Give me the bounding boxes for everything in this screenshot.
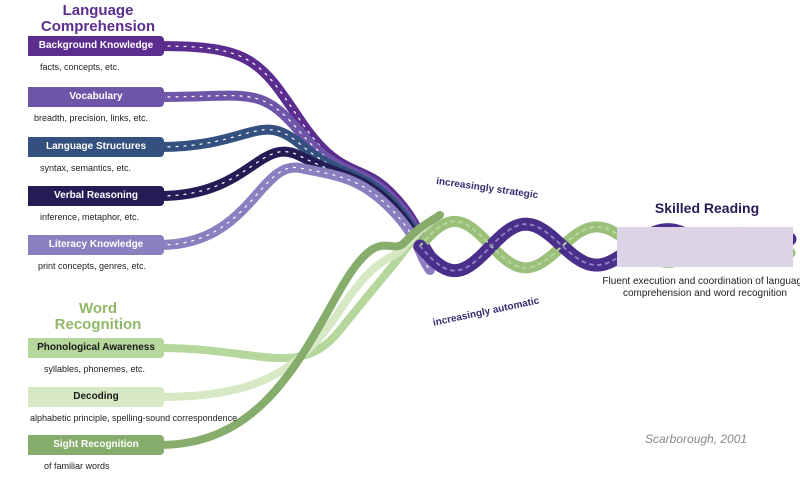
rope-strand-wr-3 [156, 211, 444, 449]
strand-verbal-reasoning-sub: inference, metaphor, etc. [40, 212, 140, 222]
skilled-reading-highlight [617, 227, 793, 267]
strand-background-knowledge-sub: facts, concepts, etc. [40, 62, 120, 72]
citation: Scarborough, 2001 [645, 432, 748, 446]
strand-sight-recognition: Sight Recognition [28, 435, 164, 455]
strand-phonological-awareness-sub: syllables, phonemes, etc. [44, 364, 146, 374]
strand-phonological-awareness: Phonological Awareness [28, 338, 164, 358]
rope-strand-lc-5-stripe [159, 166, 431, 271]
strand-vocabulary-sub: breadth, precision, links, etc. [34, 113, 149, 123]
skilled-reading-description: Fluent execution and coordination of lan… [602, 276, 800, 299]
language-comprehension-title: Language Comprehension [40, 2, 156, 35]
strand-background-knowledge: Background Knowledge [28, 36, 164, 56]
rope-strand-lc-2-stripe [159, 95, 431, 259]
strand-language-structures: Language Structures [28, 137, 164, 157]
word-recognition-title: Word Recognition [54, 300, 142, 333]
strand-decoding-sub: alphabetic principle, spelling-sound cor… [30, 413, 238, 423]
strand-verbal-reasoning: Verbal Reasoning [28, 186, 164, 206]
strand-decoding: Decoding [28, 387, 164, 407]
strand-literacy-knowledge: Literacy Knowledge [28, 235, 164, 255]
strand-sight-recognition-sub: of familiar words [44, 461, 110, 471]
skilled-reading-title: Skilled Reading [654, 200, 760, 216]
strand-vocabulary: Vocabulary [28, 87, 164, 107]
strand-language-structures-sub: syntax, semantics, etc. [40, 163, 132, 173]
strand-literacy-knowledge-sub: print concepts, genres, etc. [38, 261, 147, 271]
